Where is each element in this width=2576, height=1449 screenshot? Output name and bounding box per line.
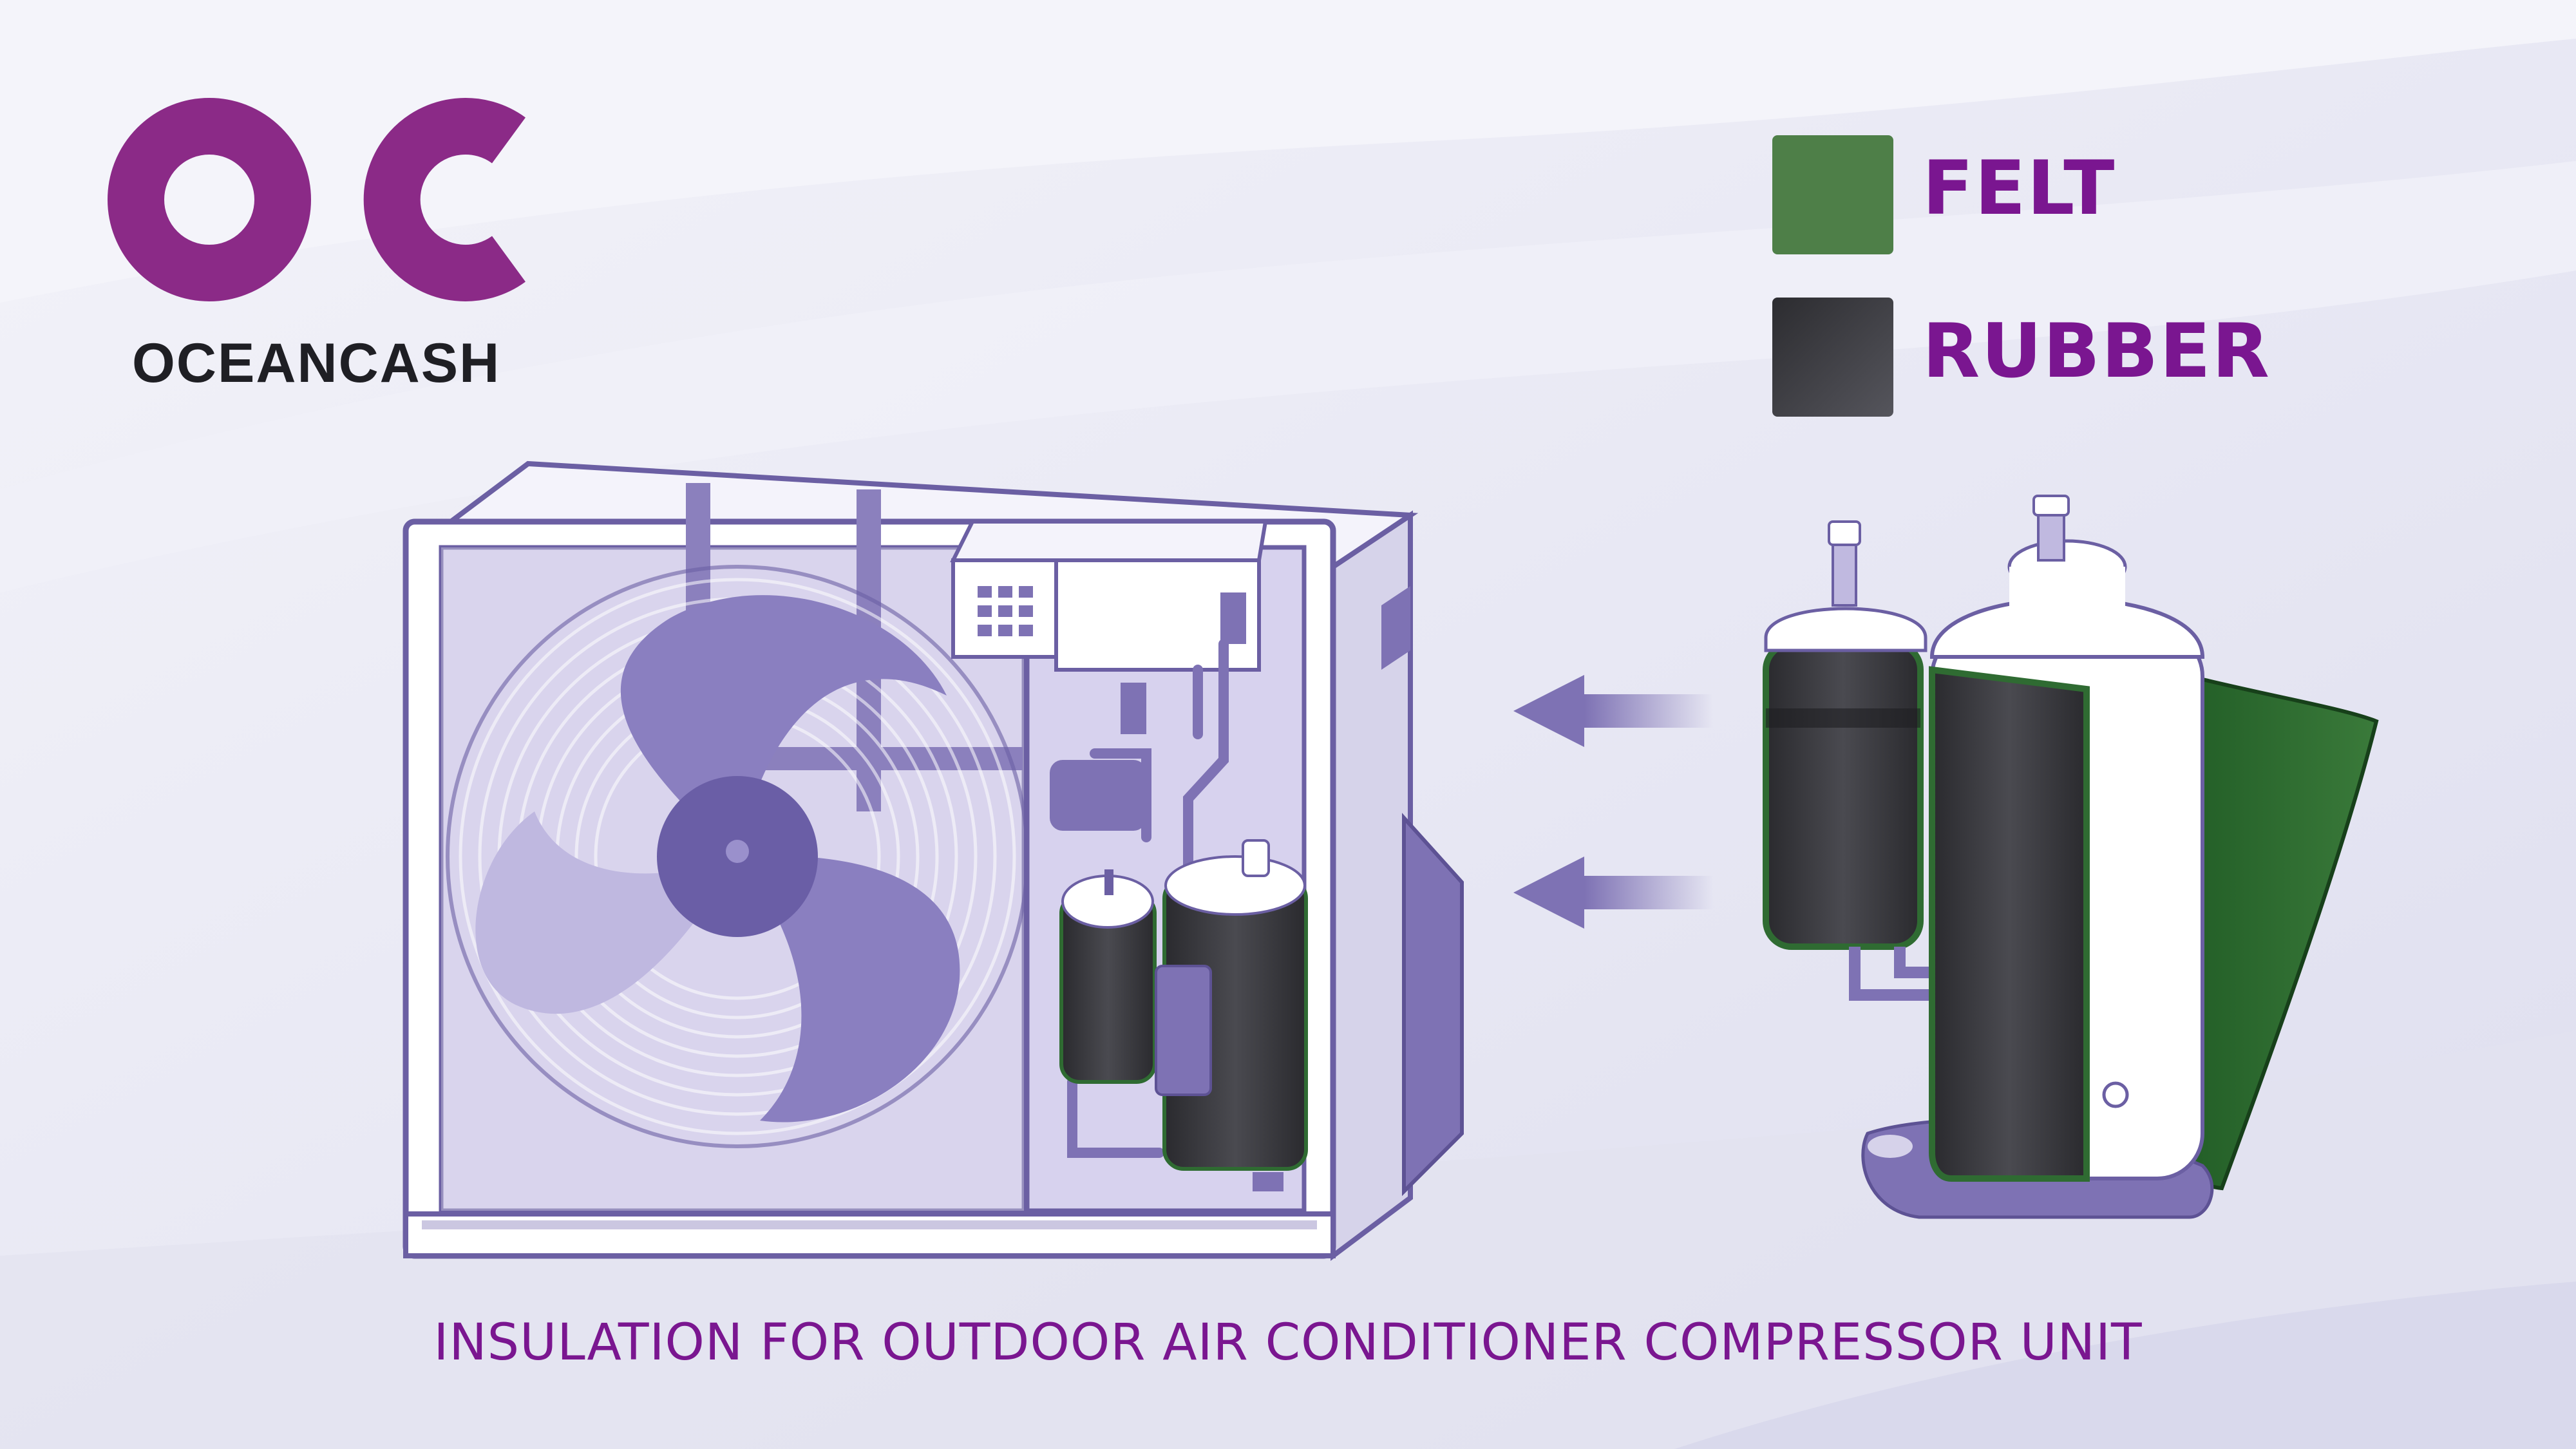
- brand-name: OCEANCASH: [132, 332, 501, 394]
- felt-swatch: [1772, 135, 1893, 254]
- fan-icon: [446, 565, 1029, 1148]
- ac-unit-illustration: [402, 460, 1464, 1261]
- legend-label-rubber: RUBBER: [1922, 308, 2271, 395]
- compressor-icon: [1763, 495, 2379, 1219]
- compressor-icon: [1059, 839, 1308, 1191]
- left-arrow-icon: [1513, 675, 1713, 929]
- rubber-swatch: [1772, 298, 1893, 417]
- legend-label-felt: FELT: [1922, 145, 2116, 232]
- diagram-caption: INSULATION FOR OUTDOOR AIR CONDITIONER C…: [433, 1314, 2143, 1372]
- logo-monogram: [108, 98, 526, 301]
